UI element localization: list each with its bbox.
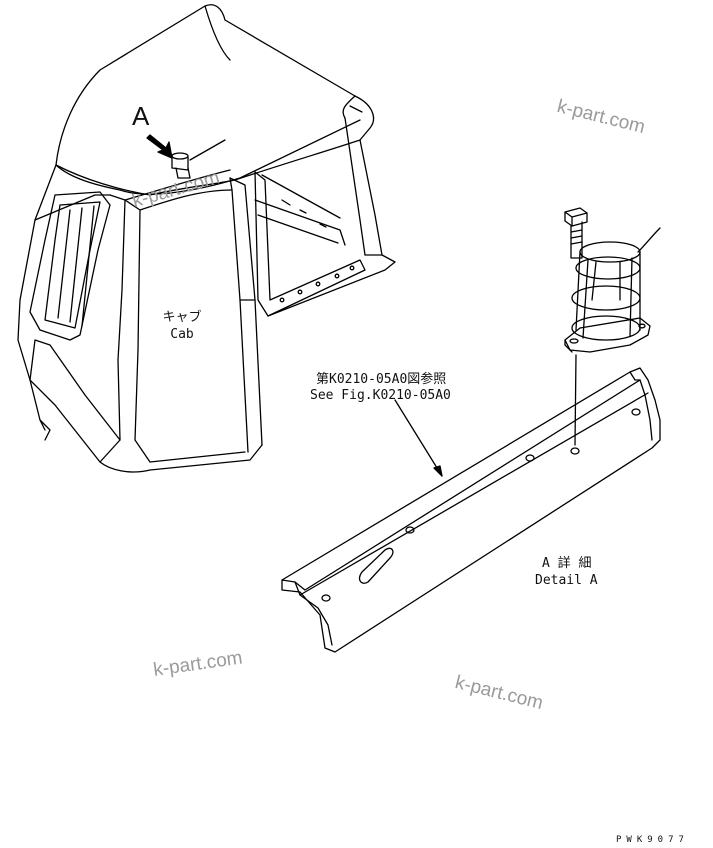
drawing-code: PWK9077 <box>616 835 689 845</box>
marker-label: A <box>132 101 150 131</box>
reference-label-en: See Fig.K0210-05A0 <box>310 388 451 403</box>
cab-left-window <box>30 192 110 340</box>
reference-label-jp: 第K0210-05A0図参照 <box>316 372 447 387</box>
cab-label-jp: キャブ <box>162 310 202 325</box>
bolt <box>565 208 587 226</box>
holder-base <box>565 318 650 352</box>
cab-label-en: Cab <box>170 327 194 342</box>
mounting-rail <box>282 368 660 652</box>
holder <box>565 242 650 352</box>
detail-a-illustration <box>282 208 660 652</box>
cab-illustration <box>18 5 395 472</box>
rail-slot <box>360 548 393 583</box>
cab-left-side <box>18 165 56 430</box>
detail-label-jp: A 詳 細 <box>542 556 592 571</box>
cab-pillar <box>110 195 125 440</box>
cab-bracket <box>172 155 188 170</box>
alignment-line <box>575 355 576 445</box>
marker-arrow <box>147 135 172 158</box>
detail-label-en: Detail A <box>535 573 598 588</box>
